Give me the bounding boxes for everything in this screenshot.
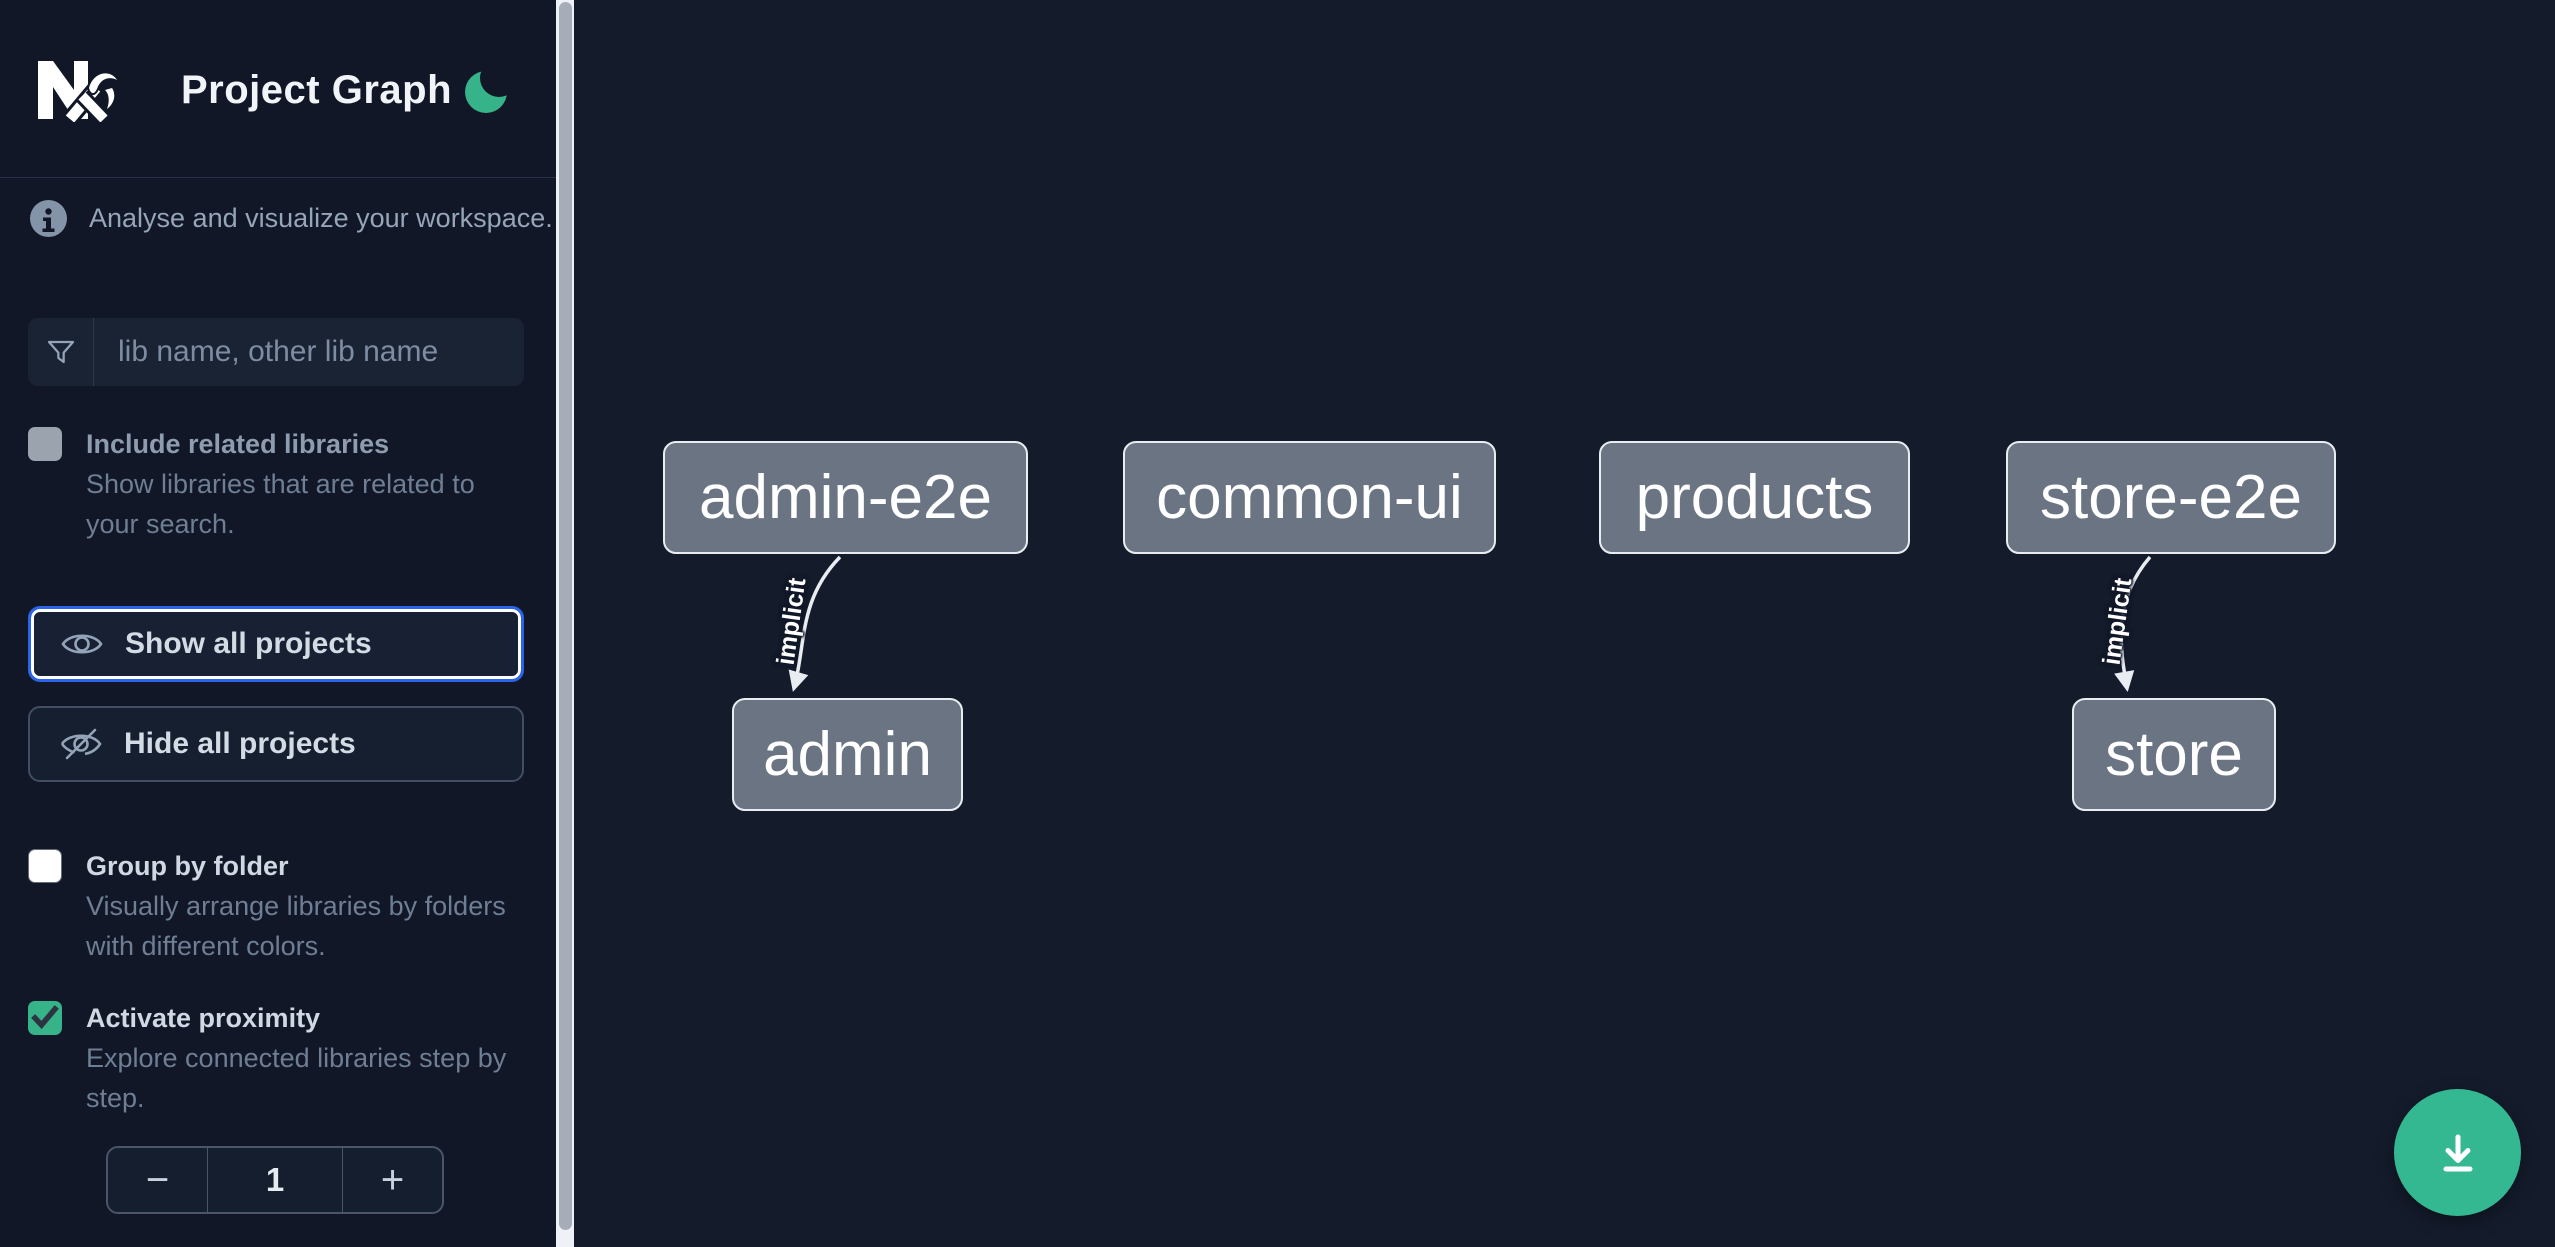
sidebar-header: Project Graph [0, 0, 556, 178]
activate-proximity-description: Explore connected libraries step by step… [86, 1043, 507, 1113]
graph-node-admin[interactable]: admin [732, 698, 963, 811]
group-by-folder-description: Visually arrange libraries by folders wi… [86, 891, 506, 961]
eye-slash-icon [60, 728, 102, 760]
group-by-folder-checkbox[interactable] [28, 849, 62, 883]
activate-proximity-checkbox[interactable] [28, 1001, 62, 1035]
graph-node-products[interactable]: products [1599, 441, 1910, 554]
sidebar-scrollbar[interactable] [556, 0, 574, 1247]
theme-toggle-moon-icon[interactable] [462, 64, 514, 116]
activate-proximity-option: Activate proximity Explore connected lib… [28, 998, 528, 1118]
decrement-button[interactable]: − [145, 1157, 170, 1202]
info-text: Analyse and visualize your workspace. [89, 203, 553, 233]
include-related-libraries-option: Include related libraries Show libraries… [28, 424, 528, 544]
include-related-label: Include related libraries [86, 429, 390, 459]
activate-proximity-label: Activate proximity [86, 1003, 321, 1033]
eye-icon [61, 634, 103, 654]
include-related-description: Show libraries that are related to your … [86, 469, 475, 539]
hide-all-projects-label: Hide all projects [124, 727, 356, 760]
checkmark-icon [31, 1005, 59, 1030]
sidebar-scrollbar-thumb[interactable] [558, 2, 572, 1230]
download-graph-button[interactable] [2394, 1089, 2521, 1216]
workspace-info: Analyse and visualize your workspace. [30, 200, 553, 237]
graph-node-store-e2e[interactable]: store-e2e [2006, 441, 2336, 554]
sidebar: Project Graph Analyse and visualize your… [0, 0, 556, 1247]
page-title: Project Graph [181, 68, 453, 112]
info-icon [30, 200, 67, 237]
funnel-icon [28, 318, 94, 386]
download-icon [2443, 1134, 2472, 1171]
edge-label-implicit-store: implicit [2097, 576, 2138, 667]
graph-node-store[interactable]: store [2072, 698, 2276, 811]
include-related-checkbox[interactable] [28, 427, 62, 461]
group-by-folder-label: Group by folder [86, 851, 289, 881]
project-filter [28, 318, 528, 386]
graph-node-common-ui[interactable]: common-ui [1123, 441, 1496, 554]
search-input[interactable] [94, 318, 528, 386]
depth-value: 1 [207, 1148, 343, 1212]
group-by-folder-option: Group by folder Visually arrange librari… [28, 846, 528, 966]
increment-button[interactable]: + [380, 1157, 405, 1202]
edge-label-implicit-admin: implicit [771, 576, 812, 667]
proximity-depth-stepper: − 1 + [106, 1146, 444, 1214]
graph-node-admin-e2e[interactable]: admin-e2e [663, 441, 1028, 554]
nx-logo [38, 61, 121, 122]
project-graph-canvas[interactable]: admin-e2e common-ui products store-e2e a… [574, 0, 2555, 1247]
graph-edges [788, 555, 2152, 693]
show-all-projects-label: Show all projects [125, 627, 372, 660]
show-all-projects-button[interactable]: Show all projects [28, 606, 524, 682]
hide-all-projects-button[interactable]: Hide all projects [28, 706, 524, 782]
